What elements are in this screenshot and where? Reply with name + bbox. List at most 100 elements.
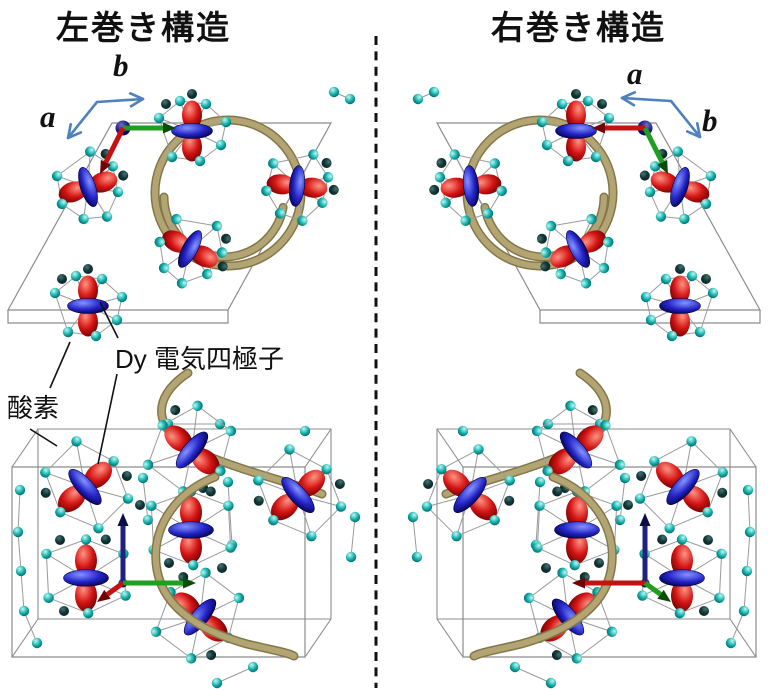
bond-line: [350, 516, 356, 558]
oxygen-atom: [531, 425, 543, 437]
crystal-axis-arrowhead: [100, 159, 111, 174]
dy-cluster: [532, 486, 622, 571]
bond-line: [514, 666, 552, 684]
bond-line: [528, 597, 541, 639]
unit-cell-box-edge: [304, 428, 332, 468]
bond-line: [743, 570, 748, 612]
crystal-axis-arrowhead: [639, 513, 651, 526]
unit-cell-box-edge: [11, 428, 39, 468]
electric-quadrupole: [164, 425, 220, 475]
oxygen-atom: [284, 444, 295, 455]
oxygen-atom: [328, 86, 340, 98]
oxygen-atom: [18, 605, 30, 617]
electric-quadrupole: [554, 496, 600, 564]
oxygen-atom: [556, 98, 568, 110]
oxygen-atom: [93, 523, 104, 534]
electric-quadrupole: [659, 275, 701, 337]
dark-atom: [217, 563, 227, 573]
oxygen-atom: [644, 186, 656, 198]
axis-annotation-arrowhead: [129, 97, 145, 108]
bond-line: [730, 610, 745, 644]
oxygen-atom: [707, 287, 719, 299]
dark-atom: [551, 650, 562, 661]
quadrupole-lobe: [182, 100, 202, 130]
bond-line: [257, 480, 274, 521]
dark-atom: [321, 157, 332, 168]
bond-line: [190, 637, 229, 659]
annotation-pointer-line: [29, 428, 58, 447]
electric-quadrupole: [555, 100, 597, 162]
annotation-oxygen: 酸素: [7, 393, 60, 423]
dy-cluster: [421, 444, 515, 542]
dark-atom: [217, 261, 228, 272]
oxygen-atom: [536, 116, 548, 128]
bond-line: [536, 430, 549, 472]
oxygen-atom: [56, 198, 68, 210]
dy-cluster: [153, 89, 232, 167]
bond-line: [60, 511, 99, 529]
oxygen-atom: [702, 506, 713, 518]
quadrupole-disk: [555, 123, 597, 139]
bond-line: [539, 491, 578, 507]
bond-line: [642, 595, 681, 614]
bond-line: [550, 218, 592, 227]
oxygen-atom: [580, 278, 592, 289]
dy-cluster: [640, 264, 719, 342]
crystal-axis-arrowhead: [117, 513, 129, 526]
crystal-axis-arrowhead: [657, 589, 671, 602]
axis-annotation-arrowhead: [128, 92, 145, 101]
oxygen-atom: [482, 208, 494, 219]
quadrupole-disk: [659, 569, 705, 587]
dark-atom: [57, 274, 67, 284]
bond-line: [412, 516, 418, 558]
dark-atom: [121, 470, 132, 481]
bond-line: [746, 531, 751, 572]
oxygen-atom: [496, 185, 507, 197]
oxygen-atom: [261, 185, 272, 197]
dark-atom: [571, 89, 581, 99]
oxygen-atom: [716, 548, 727, 559]
dy-cluster: [49, 264, 128, 342]
dy-cluster: [142, 400, 237, 497]
bond-line: [679, 597, 720, 614]
dark-atom: [597, 99, 607, 109]
oxygen-atom: [700, 198, 712, 210]
oxygen-atom: [62, 326, 74, 338]
quadrupole-disk: [288, 165, 306, 207]
oxygen-atom: [741, 565, 753, 577]
bond-line: [560, 273, 587, 284]
bond-line: [639, 461, 655, 499]
axis-annotation-arrows: [66, 91, 702, 140]
dy-cluster: [40, 436, 134, 534]
dark-atom: [206, 650, 217, 661]
oxygen-atom: [122, 493, 134, 504]
quadrupole-lobe: [670, 275, 690, 305]
bond-line: [456, 519, 495, 537]
dark-atom: [703, 535, 713, 545]
quadrupole-disk: [670, 167, 690, 207]
side-view-structure: [11, 368, 361, 689]
crystal-axis-arrowhead: [183, 577, 196, 589]
oxygen-atom: [460, 215, 471, 226]
electric-quadrupole: [270, 469, 326, 521]
oxygen-atom: [96, 273, 108, 285]
bond-line: [677, 151, 712, 177]
oxygen-atom: [194, 155, 206, 167]
bond-line: [539, 637, 578, 659]
dark-atom: [59, 606, 69, 616]
electric-quadrupole: [57, 461, 113, 513]
dark-atom: [221, 233, 232, 244]
oxygen-atom: [108, 456, 119, 467]
bond-line: [595, 117, 610, 158]
oxygen-atom: [705, 170, 717, 182]
oxygen-atom: [49, 287, 61, 299]
dark-atom: [170, 405, 181, 416]
right-handed-panel: [407, 86, 762, 689]
oxygen-atom: [582, 95, 594, 107]
oxygen-atom: [150, 626, 162, 637]
oxygen-atom: [80, 534, 92, 545]
oxygen-atom: [158, 262, 170, 274]
bond-line: [691, 441, 724, 473]
oxygen-atom: [171, 213, 182, 225]
